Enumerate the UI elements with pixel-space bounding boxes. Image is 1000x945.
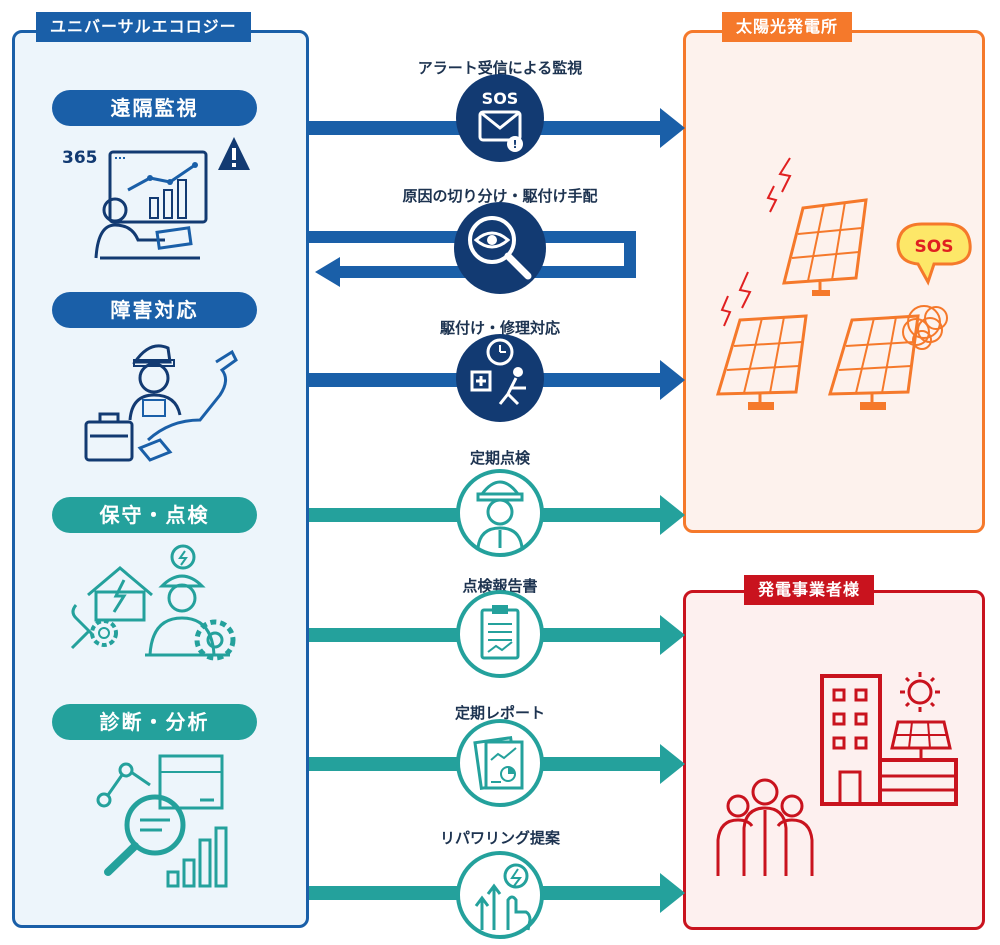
power-producer-title: 発電事業者様	[744, 575, 875, 605]
eye-magnifier-icon	[454, 202, 546, 294]
svg-text:SOS: SOS	[482, 89, 519, 108]
chart-document-icon	[456, 719, 544, 807]
remote-monitoring-illustration	[94, 137, 250, 260]
flow-label-alert: アラート受信による監視	[417, 59, 583, 77]
flow-label-inspection: 定期点検	[469, 449, 530, 467]
runner-repair-icon	[456, 334, 544, 422]
maintenance-worker-illustration	[70, 544, 236, 661]
clipboard-report-icon	[456, 590, 544, 678]
section-remote-monitoring-label: 遠隔監視	[52, 90, 257, 126]
diagnosis-analysis-illustration	[96, 754, 228, 888]
flow-label-report: 点検報告書	[462, 577, 538, 595]
section-maintenance-label: 保守・点検	[52, 497, 257, 533]
left-panel-title: ユニバーサルエコロジー	[36, 12, 251, 42]
business-people-icon	[716, 778, 814, 876]
badge-365: 365	[62, 148, 98, 168]
sun-icon	[900, 672, 940, 712]
solar-panel-icon	[827, 314, 920, 410]
growth-hand-icon	[456, 851, 544, 939]
inspector-icon	[456, 469, 544, 557]
lightning-bolt-icon	[720, 157, 792, 327]
section-diagnosis-label: 診断・分析	[52, 704, 257, 740]
office-building-icon	[820, 674, 958, 806]
sos-mail-icon: SOS !	[456, 74, 544, 162]
svg-text:SOS: SOS	[915, 237, 954, 257]
repair-worker-illustration	[84, 344, 238, 462]
flow-label-periodic-report: 定期レポート	[454, 704, 545, 722]
flow-label-repowering: リパワリング提案	[439, 829, 560, 847]
section-trouble-response-label: 障害対応	[52, 292, 257, 328]
flow-label-isolation: 原因の切り分け・駆付け手配	[402, 187, 598, 205]
solar-panel-icon	[715, 314, 808, 410]
sos-speech-bubble-icon: SOS	[896, 222, 972, 286]
svg-text:!: !	[512, 138, 517, 151]
rooftop-solar-icon	[890, 720, 952, 760]
solar-plant-title: 太陽光発電所	[722, 12, 853, 42]
solar-panel-icon	[782, 198, 868, 296]
tangled-scribble-icon	[902, 305, 948, 350]
flow-label-repair: 駆付け・修理対応	[439, 319, 560, 337]
